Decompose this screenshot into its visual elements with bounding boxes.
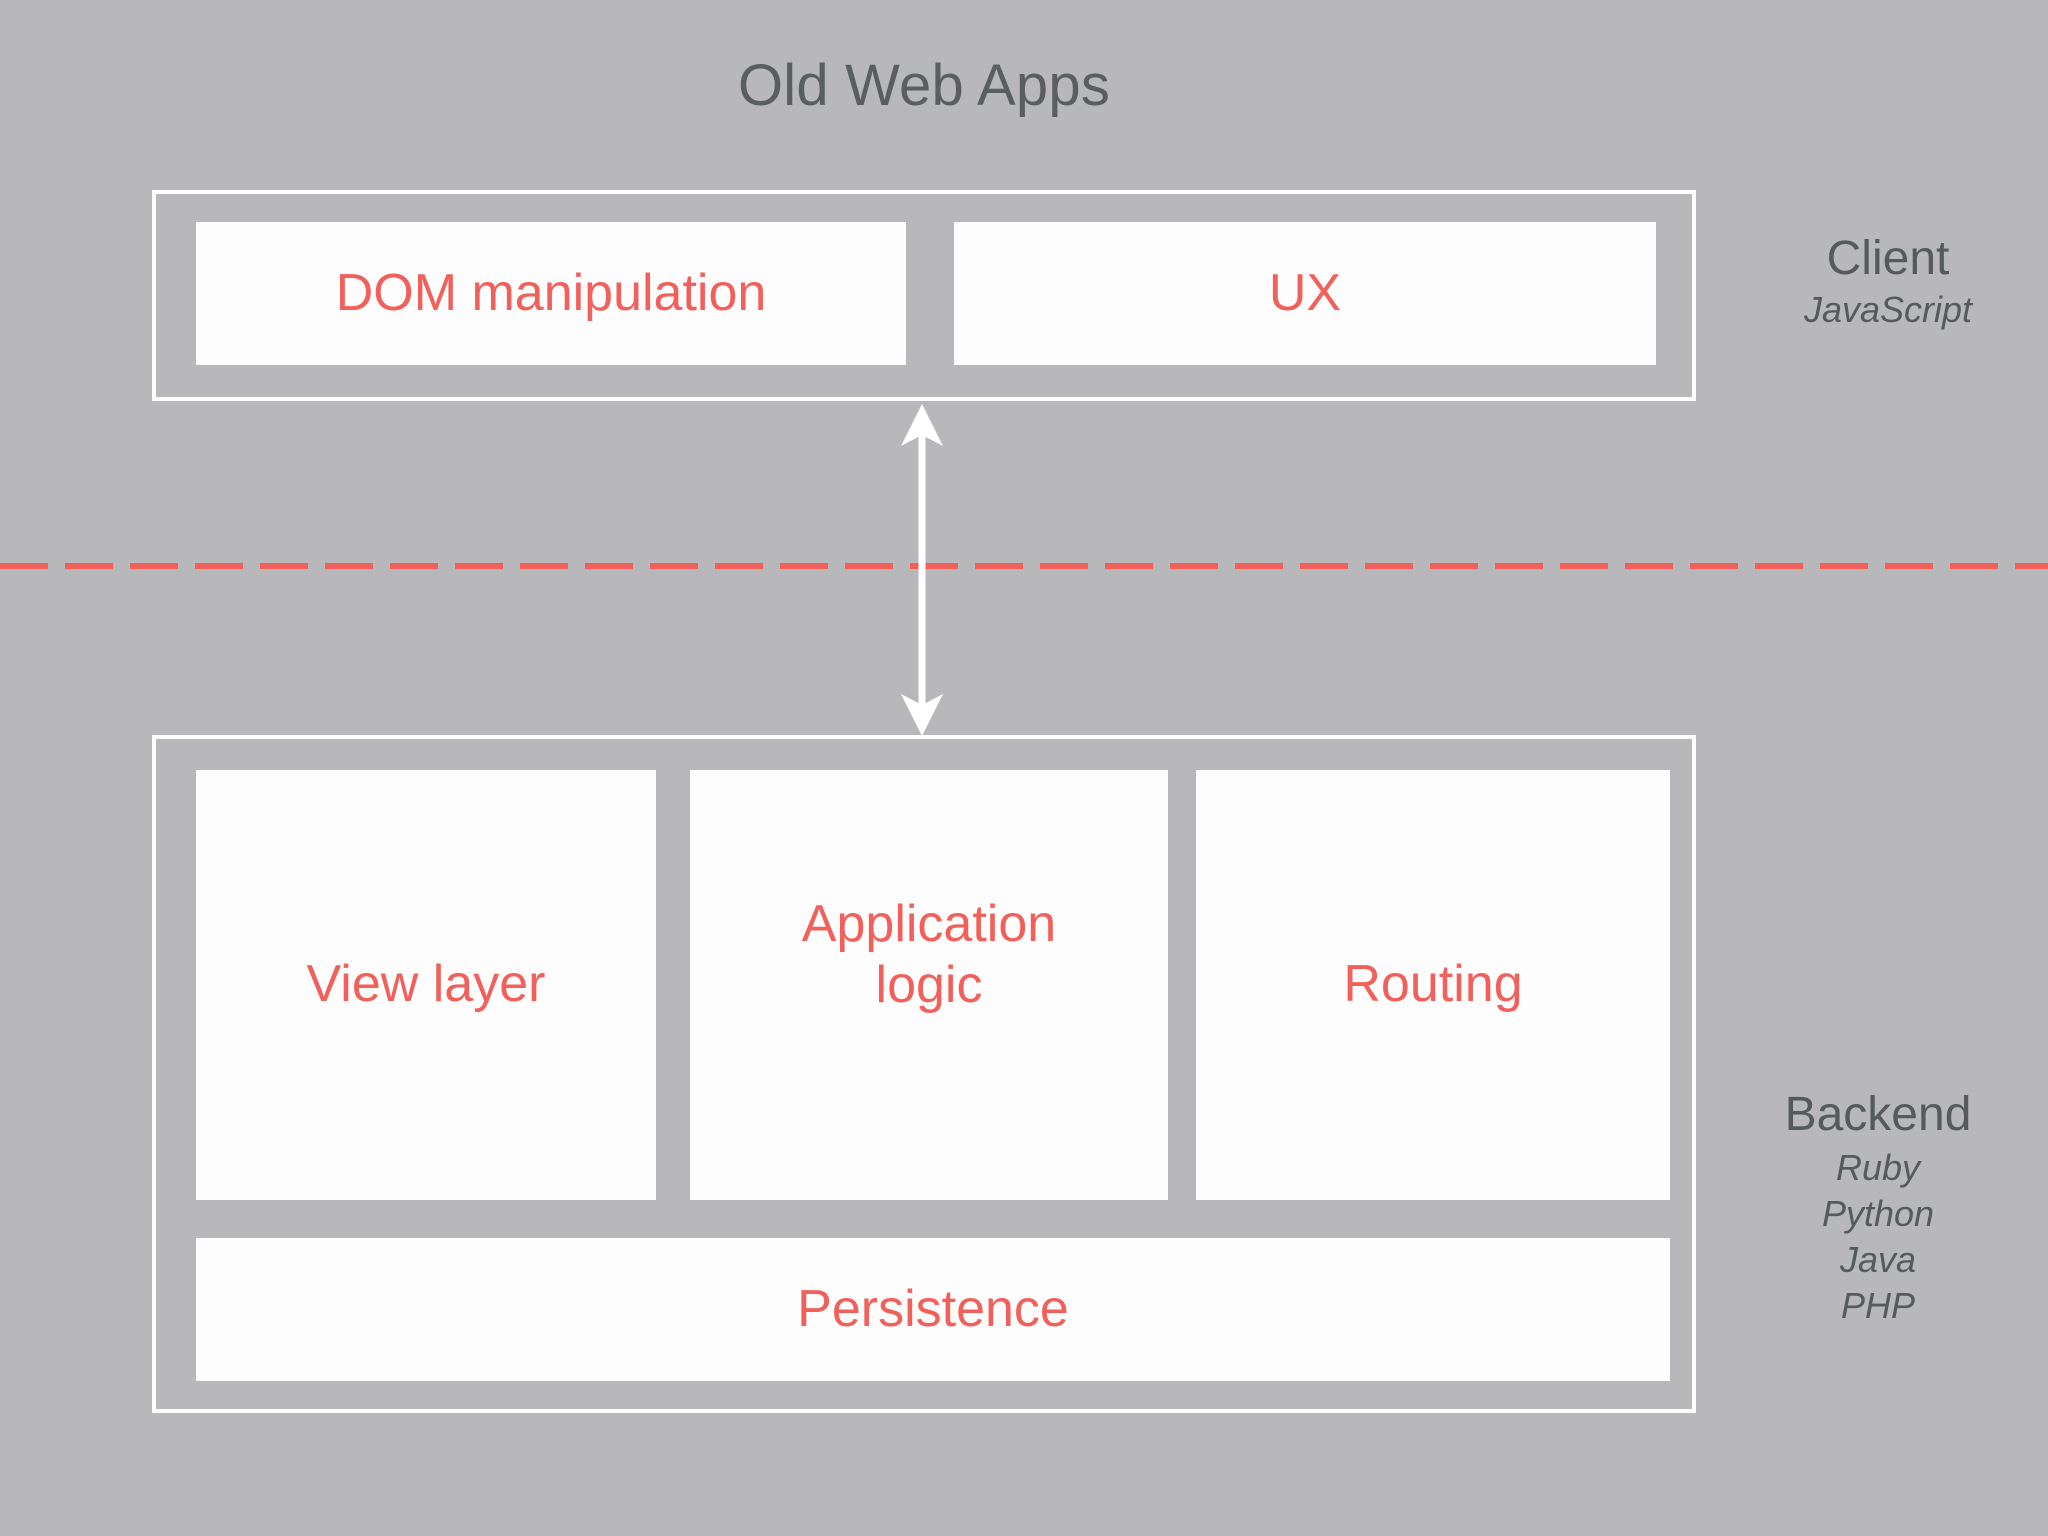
client-tier-container (152, 190, 1696, 401)
box-routing[interactable]: Routing (1196, 770, 1670, 1200)
box-ux[interactable]: UX (954, 222, 1656, 365)
bidirectional-arrow-icon (901, 404, 943, 736)
client-backend-separator-line (0, 563, 2048, 569)
box-persistence[interactable]: Persistence (196, 1238, 1670, 1381)
client-tier-annotation: Client JavaScript (1728, 232, 2048, 333)
backend-tier-label: Backend (1784, 1088, 1972, 1141)
backend-technology-php: PHP (1840, 1284, 1916, 1326)
box-view-layer[interactable]: View layer (196, 770, 656, 1200)
client-tier-technology: JavaScript (1803, 288, 1973, 330)
box-dom-manipulation[interactable]: DOM manipulation (196, 222, 906, 365)
client-tier-label: Client (1826, 232, 1950, 285)
backend-technology-python: Python (1821, 1192, 1935, 1234)
backend-tier-annotation: Backend Ruby Python Java PHP (1718, 1088, 2038, 1329)
backend-technology-java: Java (1839, 1238, 1917, 1280)
backend-technology-list: Ruby Python Java PHP (1718, 1145, 2038, 1329)
page-title: Old Web Apps (737, 53, 1111, 118)
backend-technology-ruby: Ruby (1835, 1146, 1921, 1188)
arrow-head-down (901, 694, 943, 736)
box-application-logic[interactable]: Application logic (690, 770, 1168, 1200)
arrow-head-up (901, 404, 943, 446)
backend-tier-container (152, 735, 1696, 1413)
